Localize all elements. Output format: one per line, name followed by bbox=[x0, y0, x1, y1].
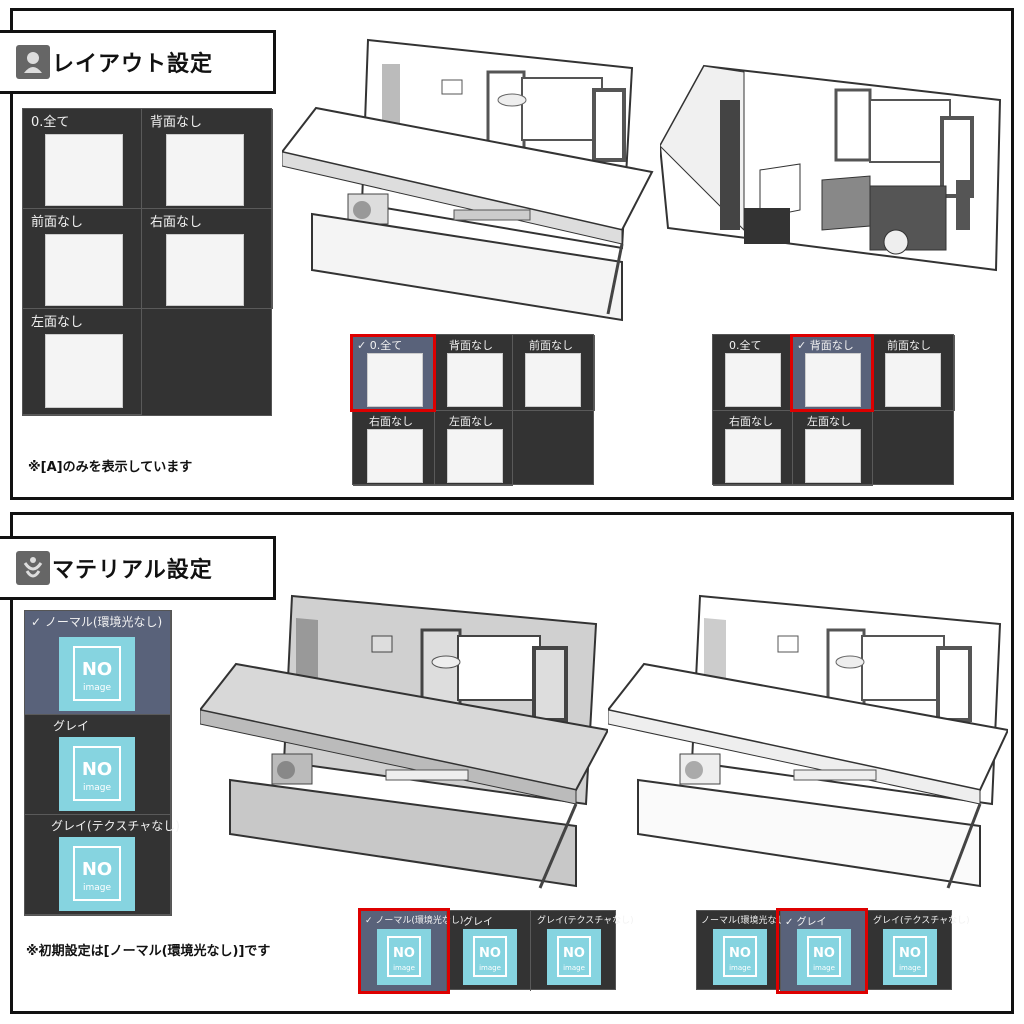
layout-example-no-back: 0.全て ✓ 背面なし 前面なし 右面なし 左面なし bbox=[712, 334, 955, 486]
example-thumb bbox=[725, 429, 781, 483]
example-option-no-front[interactable]: 前面なし bbox=[873, 335, 955, 411]
layout-thumb bbox=[166, 234, 244, 306]
example-option-no-back[interactable]: ✓ 背面なし bbox=[793, 335, 873, 411]
material-option-label: ✓ ノーマル(環境光なし) bbox=[31, 615, 163, 629]
bust-icon bbox=[16, 45, 50, 79]
layout-thumb bbox=[166, 134, 244, 206]
example-option-label: 前面なし bbox=[887, 339, 931, 352]
material-title-text: マテリアル設定 bbox=[52, 558, 213, 583]
material-option-gray[interactable]: グレイ NO image bbox=[25, 715, 171, 815]
layout-thumb bbox=[45, 334, 123, 408]
material-option-label: グレイ(テクスチャなし) bbox=[51, 819, 180, 833]
example-option-label: 前面なし bbox=[529, 339, 573, 352]
example-option-label: 左面なし bbox=[449, 415, 493, 428]
layout-option-no-front[interactable]: 前面なし bbox=[23, 209, 142, 309]
no-image-icon: NO image bbox=[59, 637, 135, 711]
material-section-title: マテリアル設定 bbox=[0, 536, 276, 600]
example-option-label: ノーマル(環境光なし) bbox=[701, 916, 790, 926]
layout-option-no-left[interactable]: 左面なし bbox=[23, 309, 142, 415]
example-option-label: グレイ(テクスチャなし) bbox=[537, 916, 634, 926]
layout-option-label: 0.全て bbox=[31, 115, 70, 130]
material-option-gray-notex[interactable]: グレイ(テクスチャなし) NO image bbox=[25, 815, 180, 915]
example-option-no-right[interactable]: 右面なし bbox=[713, 411, 793, 486]
room-render-all bbox=[282, 38, 654, 322]
layout-option-label: 右面なし bbox=[150, 215, 203, 230]
layout-option-label: 左面なし bbox=[31, 315, 84, 330]
example-option-no-left[interactable]: 左面なし bbox=[793, 411, 873, 486]
example-option-label: 0.全て bbox=[729, 339, 762, 352]
example-option-all[interactable]: 0.全て bbox=[713, 335, 793, 411]
example-thumb bbox=[805, 429, 861, 483]
example-option-label: ✓ 0.全て bbox=[357, 339, 403, 352]
material-icon bbox=[16, 551, 50, 585]
layout-option-all[interactable]: 0.全て bbox=[23, 109, 142, 209]
layout-option-no-right[interactable]: 右面なし bbox=[142, 209, 273, 309]
example-thumb bbox=[525, 353, 581, 407]
layout-title-text: レイアウト設定 bbox=[52, 52, 214, 77]
example-thumb bbox=[885, 353, 941, 407]
room-render-gray bbox=[200, 594, 608, 889]
room-render-gray-notex bbox=[608, 594, 1008, 889]
example-thumb bbox=[367, 353, 423, 407]
material-option-label: グレイ bbox=[53, 719, 90, 733]
example-option-label: ✓ 背面なし bbox=[797, 339, 854, 352]
example-thumb bbox=[447, 353, 503, 407]
example-option-label: 右面なし bbox=[729, 415, 773, 428]
example-thumb bbox=[447, 429, 503, 483]
no-image-icon: NO image bbox=[59, 837, 135, 911]
layout-option-no-back[interactable]: 背面なし bbox=[142, 109, 273, 209]
example-option-label: ✓ ノーマル(環境光なし) bbox=[365, 916, 464, 926]
example-option-label: グレイ bbox=[463, 917, 493, 928]
example-option-no-left[interactable]: 左面なし bbox=[435, 411, 513, 486]
material-option-normal[interactable]: ✓ ノーマル(環境光なし) NO image bbox=[25, 611, 171, 715]
layout-thumb bbox=[45, 234, 123, 306]
example-option-label: ✓ グレイ bbox=[785, 917, 827, 928]
room-render-no-back bbox=[660, 64, 1002, 272]
layout-thumb bbox=[45, 134, 123, 206]
layout-note: ※[A]のみを表示しています bbox=[28, 460, 193, 475]
example-thumb bbox=[805, 353, 861, 407]
example-option-no-front[interactable]: 前面なし bbox=[513, 335, 595, 411]
layout-section-title: レイアウト設定 bbox=[0, 30, 276, 94]
example-option-no-right[interactable]: 右面なし bbox=[353, 411, 435, 486]
material-options-panel: ✓ ノーマル(環境光なし) NO image グレイ NO image グレイ(… bbox=[24, 610, 180, 916]
layout-option-label: 前面なし bbox=[31, 215, 84, 230]
layout-options-panel: 0.全て 背面なし 前面なし 右面なし 左面なし bbox=[22, 108, 273, 416]
example-option-label: 右面なし bbox=[369, 415, 413, 428]
example-option-no-back[interactable]: 背面なし bbox=[435, 335, 513, 411]
example-option-all[interactable]: ✓ 0.全て bbox=[353, 335, 435, 411]
example-thumb bbox=[367, 429, 423, 483]
layout-example-all: ✓ 0.全て 背面なし 前面なし 右面なし 左面なし bbox=[352, 334, 595, 486]
layout-option-label: 背面なし bbox=[150, 115, 203, 130]
example-thumb bbox=[725, 353, 781, 407]
material-note: ※初期設定は[ノーマル(環境光なし)]です bbox=[26, 944, 271, 959]
no-image-icon: NO image bbox=[59, 737, 135, 811]
example-option-label: 背面なし bbox=[449, 339, 493, 352]
example-option-label: グレイ(テクスチャなし) bbox=[873, 916, 970, 926]
example-option-label: 左面なし bbox=[807, 415, 851, 428]
